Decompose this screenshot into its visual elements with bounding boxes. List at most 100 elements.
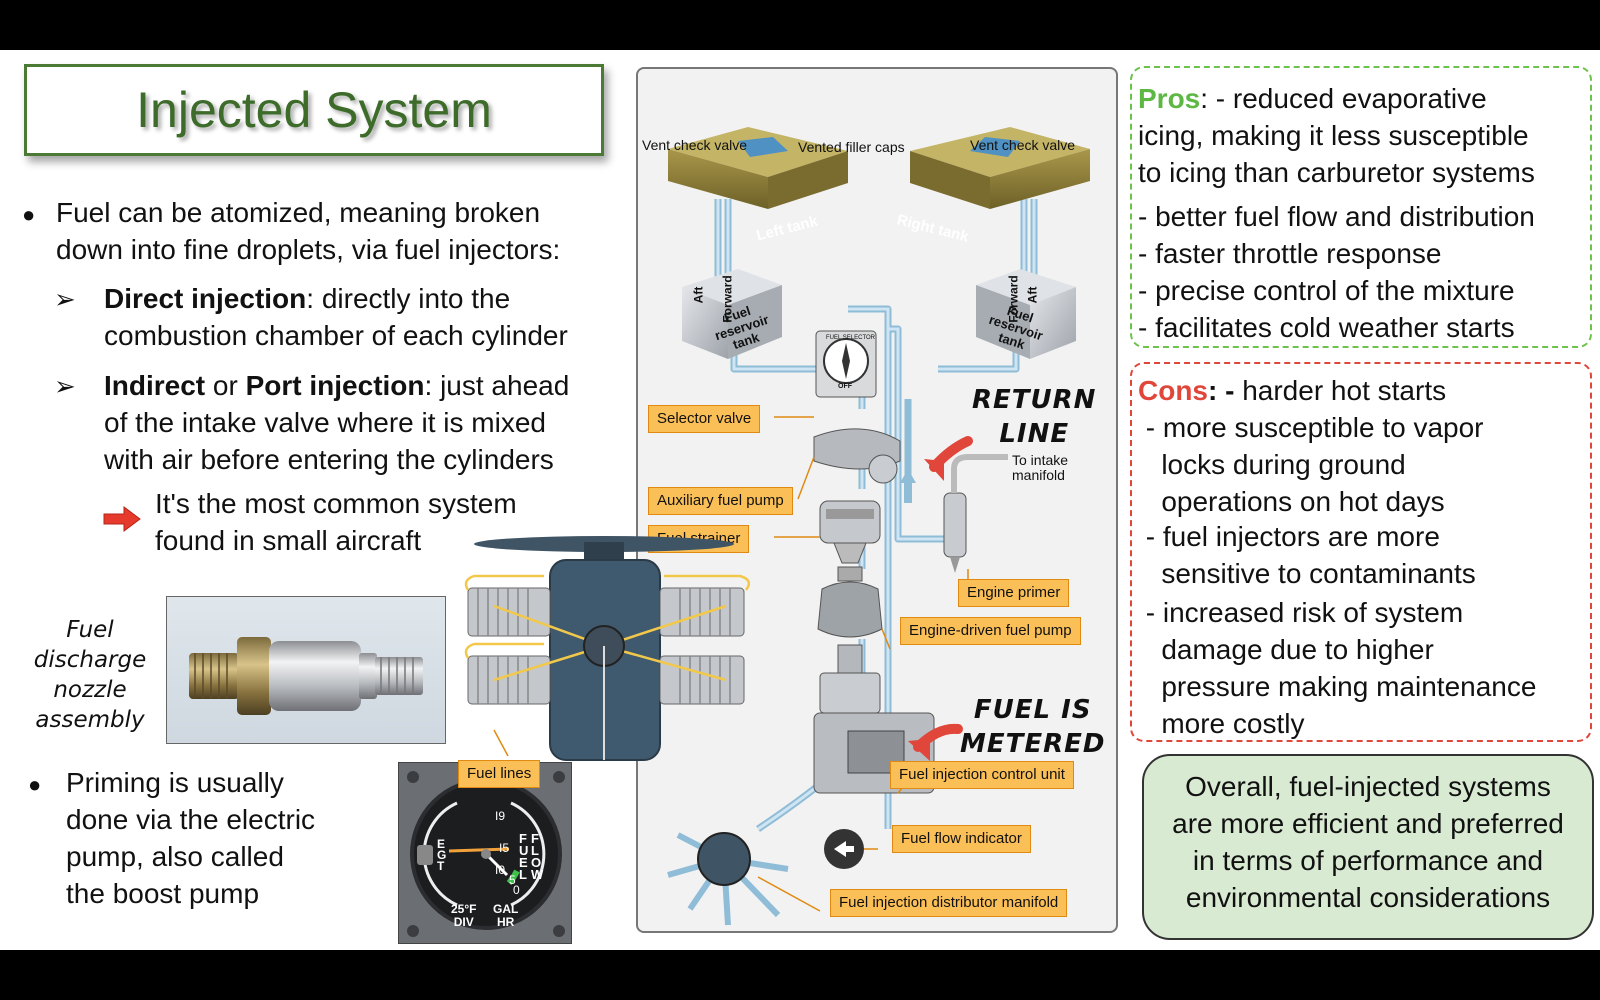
note-line: found in small aircraft — [155, 525, 422, 556]
summary-line: environmental considerations — [1185, 882, 1551, 913]
gauge-tick: I0 — [495, 863, 506, 877]
annotation-line: LINE — [999, 419, 1070, 449]
page-title: Injected System — [136, 82, 492, 138]
bullet-fuel-atomized: Fuel can be atomized, meaning broken dow… — [56, 194, 560, 268]
cons-box: Cons: - harder hot starts - more suscept… — [1130, 362, 1592, 742]
gauge-tick: I9 — [495, 809, 506, 823]
caption-line: assembly — [35, 707, 145, 733]
gauge-face — [407, 771, 565, 937]
selector-face-label: FUEL SELECTOR — [826, 335, 876, 341]
fuel-injection-diagram: Vent check valve Vented filler caps Vent… — [636, 67, 1118, 933]
nozzle-illustration — [189, 637, 423, 715]
cons-line: operations on hot days — [1138, 486, 1445, 517]
fuel-lines-label: Fuel lines — [458, 760, 541, 788]
summary-line: are more efficient and preferred — [1172, 808, 1564, 839]
caption-line: discharge — [33, 647, 147, 673]
vent-check-valve-right-label: Vent check valve — [970, 137, 1076, 153]
note-line: manifold — [1012, 467, 1065, 483]
gauge-letter: L — [519, 867, 527, 882]
direct-injection-term: Direct injection — [104, 283, 307, 314]
cons-line: damage due to higher — [1138, 634, 1434, 665]
cons-line: sensitive to contaminants — [1138, 558, 1476, 589]
fuel-injection-control-unit-label: Fuel injection control unit — [890, 761, 1074, 789]
pros-heading: Pros — [1138, 83, 1201, 114]
bullet-priming: Priming is usually done via the electric… — [66, 764, 315, 912]
engine-drawing — [464, 536, 751, 761]
note-line: To intake — [1012, 452, 1069, 468]
indirect-term: Indirect — [104, 370, 206, 401]
bullet-dot: ● — [22, 202, 36, 227]
caption-line: nozzle — [53, 677, 127, 703]
egt-scale-label: 25°F DIV — [451, 903, 476, 929]
note-line: It's the most common system — [155, 488, 517, 519]
bullet-line: pump, also called — [66, 841, 284, 872]
port-injection-term: Port injection — [245, 370, 425, 401]
gauge-letter: F — [519, 831, 527, 846]
gauge-letter: W — [531, 867, 544, 882]
cons-line: more costly — [1138, 708, 1305, 739]
annotation-line: FUEL IS — [973, 695, 1092, 725]
gauge-letter: E — [519, 855, 528, 870]
cons-line: pressure making maintenance — [1138, 671, 1537, 702]
summary-line: Overall, fuel-injected systems — [1185, 771, 1551, 802]
pros-box: Pros: - reduced evaporative icing, makin… — [1130, 66, 1592, 348]
gauge-letter: L — [531, 843, 539, 858]
pros-line: - faster throttle response — [1138, 238, 1442, 269]
common-system-note: It's the most common system found in sma… — [155, 485, 517, 559]
vent-check-valve-left-label: Vent check valve — [642, 137, 748, 153]
gauge-unit: HR — [497, 915, 515, 929]
pros-line: - facilitates cold weather starts — [1138, 312, 1515, 343]
gauge-letter: U — [519, 843, 529, 858]
aft-label-left: Aft — [691, 286, 706, 304]
cons-heading: Cons — [1138, 375, 1208, 406]
gauge-letter: E — [437, 837, 446, 851]
annotation-line: RETURN — [972, 385, 1097, 415]
overall-summary-text: Overall, fuel-injected systems are more … — [1144, 768, 1592, 916]
title-box: Injected System — [24, 64, 604, 156]
vented-filler-caps-label: Vented filler caps — [798, 139, 905, 155]
bullet-line: of the intake valve where it is mixed — [104, 407, 546, 438]
fuel-discharge-nozzle-photo — [166, 596, 446, 744]
bullet-text: : just ahead — [424, 370, 570, 401]
engine-driven-fuel-pump-label: Engine-driven fuel pump — [900, 617, 1081, 645]
gauge-letter: T — [437, 859, 445, 873]
arrowhead-bullet-icon: ➢ — [54, 371, 76, 401]
selector-valve-label: Selector valve — [648, 405, 761, 433]
to-intake-manifold-label: To intake manifold — [1012, 453, 1068, 483]
engine-illustration: Fuel lines — [458, 530, 764, 788]
summary-line: in terms of performance and — [1192, 845, 1544, 876]
bullet-line: combustion chamber of each cylinder — [104, 320, 568, 351]
fuel-flow-indicator-label: Fuel flow indicator — [892, 825, 1031, 853]
bullet-indirect-injection: Indirect or Port injection: just ahead o… — [104, 367, 569, 478]
bullet-direct-injection: Direct injection: directly into the comb… — [104, 280, 568, 354]
bullet-line: the boost pump — [66, 878, 260, 909]
bullet-dot: ● — [28, 772, 42, 797]
cons-colon: : - — [1208, 375, 1235, 406]
nozzle-caption: Fuel discharge nozzle assembly — [20, 615, 160, 735]
fuel-injection-distributor-manifold-label: Fuel injection distributor manifold — [830, 889, 1068, 917]
diagram-drawing — [667, 127, 1090, 926]
gauge-letter: F — [531, 831, 539, 846]
cons-line: - increased risk of system — [1138, 597, 1464, 628]
cons-line: - fuel injectors are more — [1138, 521, 1440, 552]
return-line-annotation: RETURN LINE — [972, 383, 1096, 451]
bullet-line: : directly into the — [306, 283, 511, 314]
pros-line: icing, making it less susceptible — [1138, 120, 1529, 151]
egt-letters: E G T — [437, 837, 446, 873]
pros-line: - precise control of the mixture — [1138, 275, 1515, 306]
pros-line: to icing than carburetor systems — [1138, 157, 1535, 188]
pros-line: Pros: - reduced evaporative — [1138, 80, 1487, 117]
cons-line: locks during ground — [1138, 449, 1406, 480]
gauge-letter: O — [531, 855, 542, 870]
gauge-tick: I5 — [499, 841, 510, 855]
caption-line: Fuel — [66, 617, 114, 643]
cons-text: harder hot starts — [1234, 375, 1447, 406]
bullet-line: done via the electric — [66, 804, 316, 835]
pros-line: - better fuel flow and distribution — [1138, 201, 1535, 232]
engine-primer-label: Engine primer — [958, 579, 1070, 607]
fuel-metered-annotation: FUEL IS METERED — [960, 693, 1106, 761]
bullet-line: down into fine droplets, via fuel inject… — [56, 234, 561, 265]
bullet-line: Priming is usually — [66, 767, 284, 798]
